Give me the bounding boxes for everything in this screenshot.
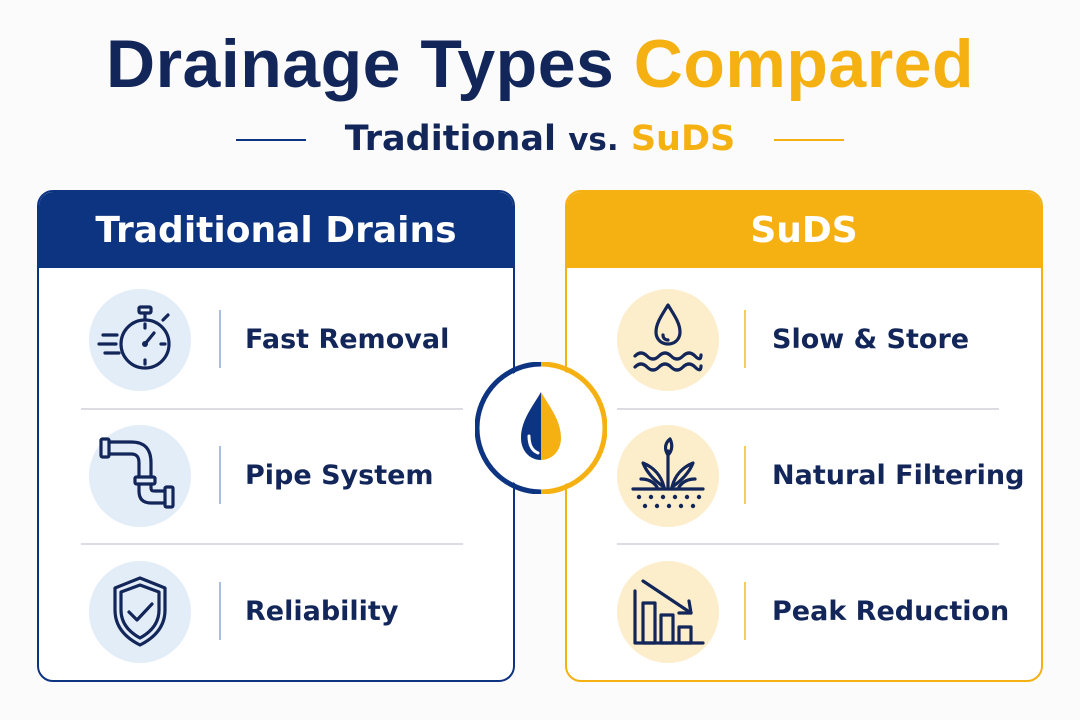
row-divider: [219, 310, 221, 368]
traditional-card-heading: Traditional Drains: [39, 192, 513, 268]
row-separator: [617, 408, 999, 410]
row-divider: [744, 446, 746, 504]
traditional-item-label: Fast Removal: [245, 323, 450, 355]
half-drop-icon: [474, 361, 608, 495]
suds-card: SuDS Slow & Store: [565, 190, 1043, 682]
suds-row-natural-filtering: Natural Filtering: [567, 408, 1041, 542]
title-part-2: Compared: [633, 26, 975, 102]
bar-chart-down-icon: [617, 561, 719, 663]
subtitle-right: SuDS: [630, 119, 736, 159]
shield-check-icon: [89, 561, 191, 663]
pipe-icon: [89, 425, 191, 527]
traditional-row-pipe-system: Pipe System: [39, 408, 513, 542]
row-separator: [81, 408, 463, 410]
suds-item-label: Peak Reduction: [772, 595, 1010, 627]
row-separator: [617, 543, 999, 545]
title-part-1: Drainage Types: [105, 26, 615, 102]
subtitle-vs: vs.: [568, 122, 619, 158]
row-divider: [744, 582, 746, 640]
traditional-item-label: Pipe System: [245, 459, 434, 491]
plant-soil-icon: [617, 425, 719, 527]
subtitle-rule-left: [236, 139, 306, 141]
row-separator: [81, 543, 463, 545]
suds-card-heading: SuDS: [567, 192, 1041, 268]
page-title: Drainage Types Compared: [0, 22, 1080, 106]
subtitle-left: Traditional: [344, 119, 557, 159]
row-divider: [744, 310, 746, 368]
suds-item-label: Slow & Store: [772, 323, 970, 355]
subtitle: Traditional vs. SuDS: [0, 114, 1080, 165]
suds-row-peak-reduction: Peak Reduction: [567, 544, 1041, 678]
traditional-row-reliability: Reliability: [39, 544, 513, 678]
water-drop-waves-icon: [617, 289, 719, 391]
subtitle-rule-right: [774, 139, 844, 141]
suds-row-slow-store: Slow & Store: [567, 272, 1041, 406]
traditional-row-fast-removal: Fast Removal: [39, 272, 513, 406]
row-divider: [219, 446, 221, 504]
suds-item-label: Natural Filtering: [772, 459, 1025, 491]
row-divider: [219, 582, 221, 640]
traditional-item-label: Reliability: [245, 595, 399, 627]
traditional-card: Traditional Drains: [37, 190, 515, 682]
stopwatch-icon: [89, 289, 191, 391]
